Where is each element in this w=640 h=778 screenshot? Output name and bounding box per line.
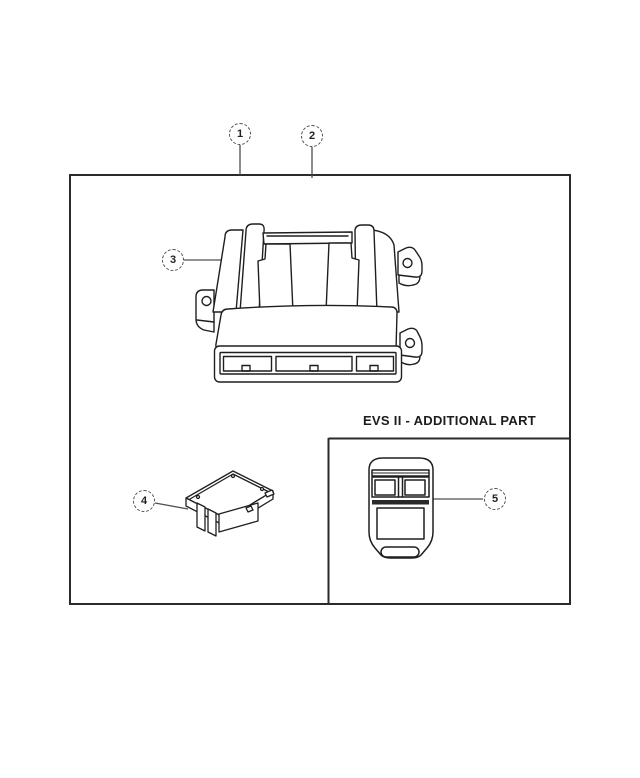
- relay-clip: [264, 489, 275, 498]
- alarm-module-drawing: [195, 223, 423, 383]
- bracket-crossbar: [262, 231, 353, 245]
- callout-2: 2: [301, 125, 323, 147]
- keyfob-button-large: [376, 507, 425, 540]
- connector-tab: [309, 364, 319, 372]
- keyfob-drawing: [368, 457, 434, 559]
- module-body: [213, 304, 403, 383]
- callout-1-number: 1: [236, 128, 244, 140]
- callout-3-number: 3: [169, 254, 177, 266]
- keyfob-grip: [380, 546, 420, 558]
- callout-5-number: 5: [491, 493, 499, 505]
- callout-4-number: 4: [140, 495, 148, 507]
- keyfob-divider-bar: [372, 500, 429, 505]
- callout-3: 3: [162, 249, 184, 271]
- leader-line-4: [154, 502, 189, 510]
- section-label-evs2-additional-part: EVS II - ADDITIONAL PART: [362, 413, 537, 428]
- callout-5: 5: [484, 488, 506, 510]
- relay-tab: [196, 502, 206, 532]
- right-lower-mounting-ear: [399, 327, 423, 366]
- left-mounting-ear: [195, 289, 215, 333]
- callout-2-number: 2: [308, 130, 316, 142]
- outer-border: [69, 174, 571, 605]
- callout-leader-lines: [154, 145, 483, 510]
- relay-module-drawing: [185, 470, 275, 537]
- keyfob-button-right: [404, 479, 426, 496]
- relay-tab: [207, 508, 217, 537]
- connector-tab: [369, 364, 379, 372]
- right-upper-mounting-ear: [397, 246, 423, 287]
- connector-strip: [219, 351, 397, 375]
- connector-tab: [241, 364, 251, 372]
- callout-4: 4: [133, 490, 155, 512]
- bracket-rails: [212, 223, 400, 313]
- callout-1: 1: [229, 123, 251, 145]
- bracket-towers: [257, 242, 360, 313]
- keyfob-button-left: [374, 479, 396, 496]
- relay-lug: [245, 505, 254, 513]
- diagram-frame: [69, 174, 571, 605]
